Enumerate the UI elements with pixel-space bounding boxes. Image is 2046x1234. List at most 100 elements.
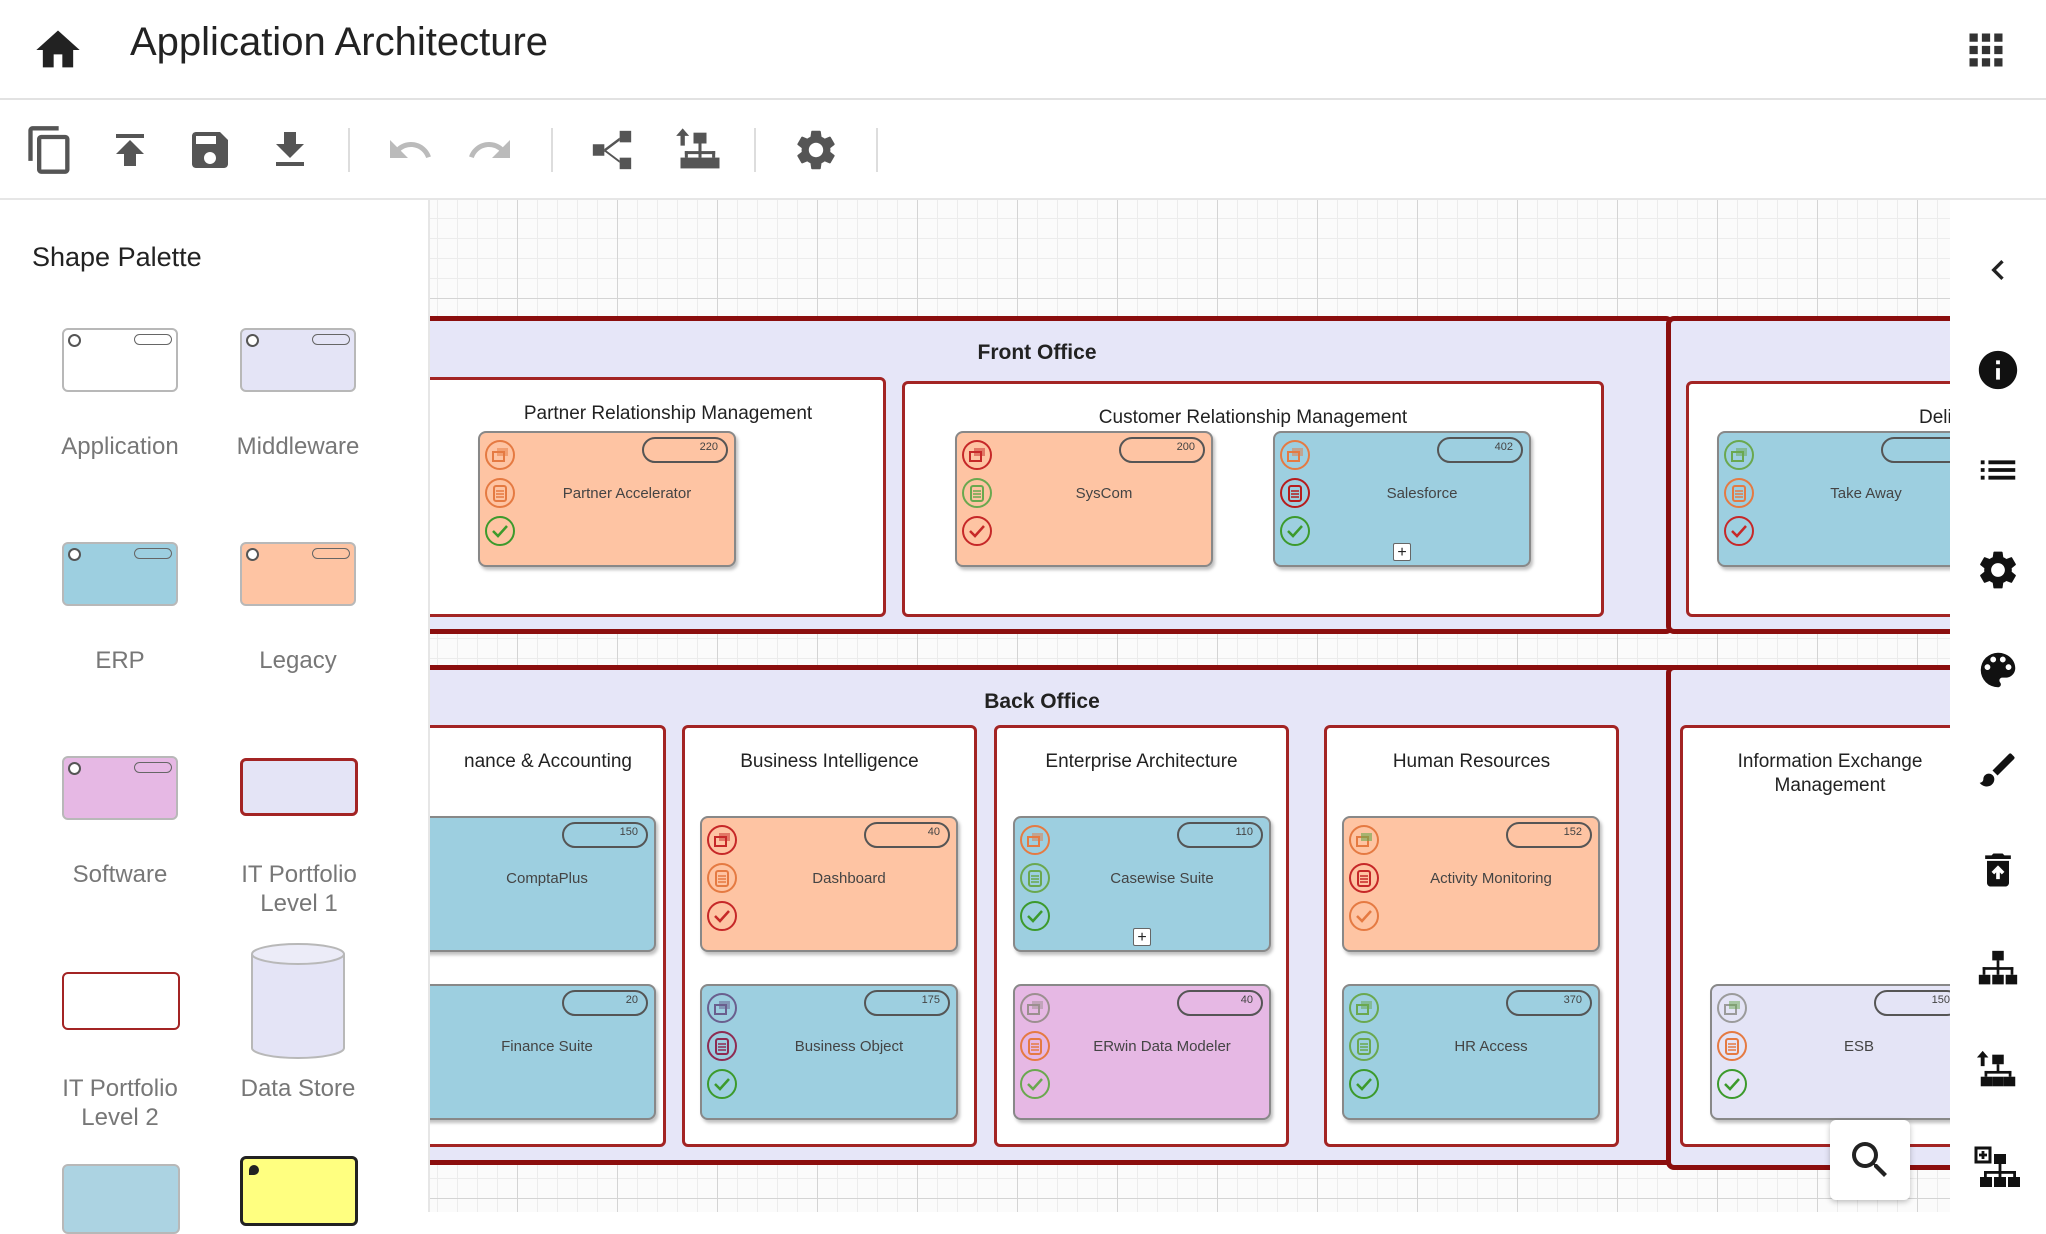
upload-icon (116, 134, 144, 166)
app-casewise-suite[interactable]: 110 Casewise Suite + (1013, 816, 1271, 952)
delete-icon (1985, 853, 2011, 887)
app-partner-accelerator[interactable]: 220 Partner Accelerator (478, 431, 736, 567)
expand-button[interactable]: + (1393, 543, 1411, 561)
hierarchy-up-button[interactable] (1970, 1042, 2026, 1098)
shape-marker (68, 762, 81, 775)
palette-shape-it-portfolio-level-1[interactable] (240, 758, 358, 816)
shape-pill (134, 548, 172, 559)
group-title: Back Office (984, 690, 1100, 713)
hierarchy-up-button[interactable] (672, 122, 728, 178)
settings-button[interactable] (1970, 542, 2026, 598)
palette-shape-note[interactable] (240, 1156, 358, 1226)
search-button[interactable] (1830, 1120, 1910, 1200)
app-pill (1874, 990, 1950, 1016)
app-name: ERwin Data Modeler (1093, 1038, 1231, 1055)
settings-button[interactable] (788, 122, 844, 178)
copy-button[interactable] (22, 122, 78, 178)
clipboard-status-icon (707, 1031, 737, 1061)
hierarchy-add-button[interactable] (1970, 1142, 2026, 1198)
palette-shape-data-store[interactable] (250, 942, 346, 1060)
shape-marker (246, 334, 259, 347)
share-layout-button[interactable] (584, 122, 640, 178)
app-name: Activity Monitoring (1430, 870, 1552, 887)
list-button[interactable] (1970, 442, 2026, 498)
shape-pill (134, 762, 172, 773)
right-toolbar (1950, 200, 2046, 1212)
palette-shape-software[interactable] (62, 756, 178, 820)
container-title: Enterprise Architecture (1045, 751, 1238, 772)
color-palette-button[interactable] (1970, 642, 2026, 698)
redo-button[interactable] (462, 122, 518, 178)
app-pill (1119, 437, 1205, 463)
container-title: Business Intelligence (740, 751, 919, 772)
hierarchy-up-icon (1976, 1050, 2016, 1087)
palette-label: Data Store (240, 1075, 356, 1102)
app-name: Casewise Suite (1110, 870, 1214, 887)
toolbar-divider (348, 128, 350, 172)
app-esb[interactable]: 150 ESB (1710, 984, 1950, 1120)
cylinder-icon (251, 943, 345, 1059)
check-status-icon (707, 1069, 737, 1099)
undo-icon (390, 140, 431, 158)
delete-button[interactable] (1970, 842, 2026, 898)
palette-shape-legacy[interactable] (240, 542, 356, 606)
window-status-icon (707, 993, 737, 1023)
container-customer-relationship-management[interactable]: Customer Relationship Management (902, 381, 1604, 617)
clipboard-status-icon (707, 863, 737, 893)
undo-button[interactable] (382, 122, 438, 178)
home-button[interactable] (32, 24, 84, 76)
apps-menu-button[interactable] (1964, 28, 2008, 72)
app-pill (1881, 437, 1950, 463)
app-count: 40 (1240, 994, 1253, 1006)
palette-shape-blue[interactable] (62, 1164, 180, 1234)
upload-button[interactable] (102, 122, 158, 178)
diagram-canvas[interactable]: Front Office Back Office Partner Relatio… (430, 200, 1950, 1212)
app-pill (1437, 437, 1523, 463)
check-status-icon (1280, 516, 1310, 546)
app-activity-monitoring[interactable]: 152 Activity Monitoring (1342, 816, 1600, 952)
app-pill (864, 990, 950, 1016)
app-name: Salesforce (1386, 485, 1458, 502)
save-button[interactable] (182, 122, 238, 178)
palette-shape-erp[interactable] (62, 542, 178, 606)
app-dashboard[interactable]: 40 Dashboard (700, 816, 958, 952)
app-syscom[interactable]: 200 SysCom (955, 431, 1213, 567)
collapse-panel-button[interactable] (1970, 242, 2026, 298)
check-status-icon (707, 901, 737, 931)
app-name: SysCom (1075, 485, 1133, 502)
app-pill (1177, 822, 1263, 848)
palette-label: Legacy (259, 647, 337, 674)
info-icon (1978, 350, 2018, 390)
chevron-left-icon (1991, 260, 2004, 280)
info-button[interactable] (1970, 342, 2026, 398)
palette-shape-middleware[interactable] (240, 328, 356, 392)
app-erwin-data-modeler[interactable]: 40 ERwin Data Modeler (1013, 984, 1271, 1120)
window-status-icon (962, 440, 992, 470)
window-status-icon (1717, 993, 1747, 1023)
app-name: Take Away (1830, 485, 1902, 502)
app-take-away[interactable]: 2 Take Away (1717, 431, 1950, 567)
app-comptaplus[interactable]: 150 ComptaPlus (430, 816, 656, 952)
palette-icon (1980, 652, 2016, 688)
download-button[interactable] (262, 122, 318, 178)
app-pill (864, 822, 950, 848)
brush-button[interactable] (1970, 742, 2026, 798)
shape-pill (134, 334, 172, 345)
app-name: Partner Accelerator (562, 485, 692, 502)
container-title: nance & Accounting (464, 751, 632, 772)
download-icon (276, 132, 304, 166)
hierarchy-button[interactable] (1970, 942, 2026, 998)
palette-label: ERP (95, 647, 145, 674)
palette-title: Shape Palette (32, 242, 202, 272)
palette-shape-it-portfolio-level-2[interactable] (62, 972, 180, 1030)
app-finance-suite[interactable]: 20 Finance Suite (430, 984, 656, 1120)
palette-shape-application[interactable] (62, 328, 178, 392)
window-status-icon (1020, 825, 1050, 855)
app-pill (1506, 990, 1592, 1016)
app-name: HR Access (1454, 1038, 1528, 1055)
app-business-object[interactable]: 175 Business Object (700, 984, 958, 1120)
app-hr-access[interactable]: 370 HR Access (1342, 984, 1600, 1120)
app-name: Finance Suite (501, 1038, 593, 1055)
app-salesforce[interactable]: 402 Salesforce + (1273, 431, 1531, 567)
expand-button[interactable]: + (1133, 928, 1151, 946)
